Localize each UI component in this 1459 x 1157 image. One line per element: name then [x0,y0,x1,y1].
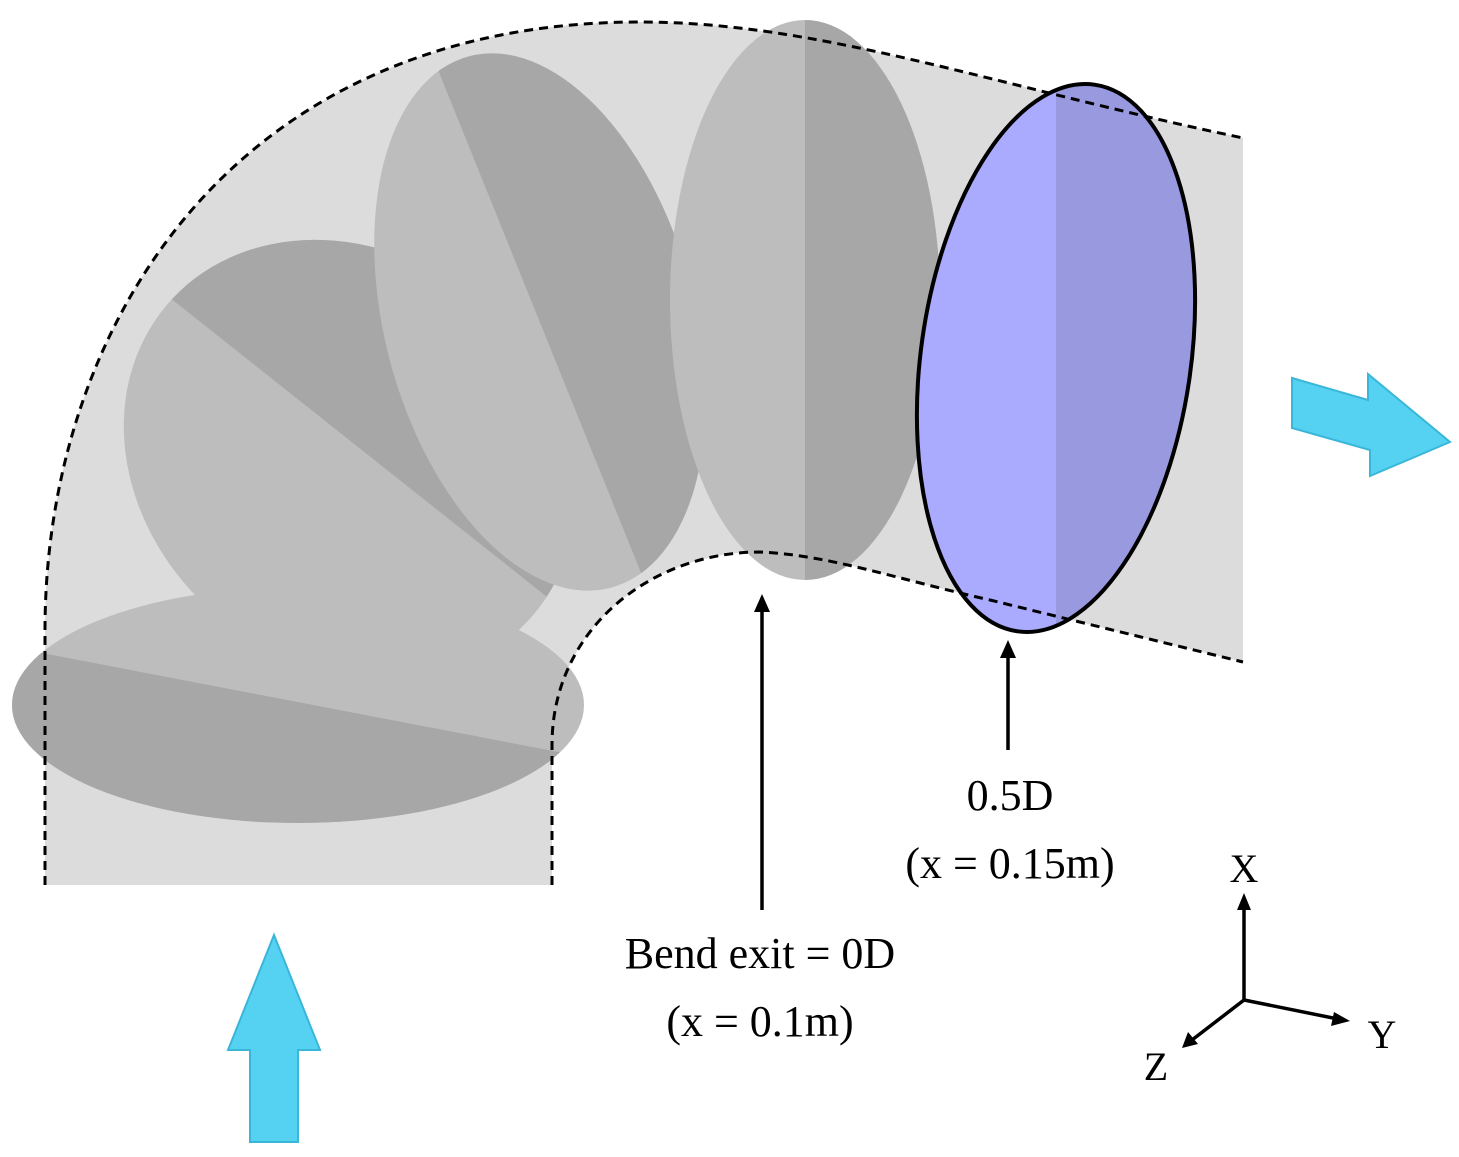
coordinate-axes [1190,905,1339,1042]
outlet-flow-arrow [1291,371,1452,478]
x-axis-label: X [1230,846,1259,891]
half-d-position-label: (x = 0.15m) [905,839,1114,888]
bend-exit-label: Bend exit = 0D [625,929,895,978]
pipe-outline [43,20,1244,885]
z-axis-label: Z [1144,1044,1168,1089]
x-axis-arrowhead [1237,893,1251,910]
z-axis-arrowhead [1182,1032,1198,1048]
bend-exit-pointer [754,594,770,910]
inlet-flow-arrow [226,932,322,1143]
half-d-label: 0.5D [967,771,1054,820]
bend-exit-position-label: (x = 0.1m) [666,997,853,1046]
y-axis-arrowhead [1331,1012,1350,1026]
half-d-pointer [1000,640,1016,750]
y-axis-label: Y [1368,1012,1397,1057]
